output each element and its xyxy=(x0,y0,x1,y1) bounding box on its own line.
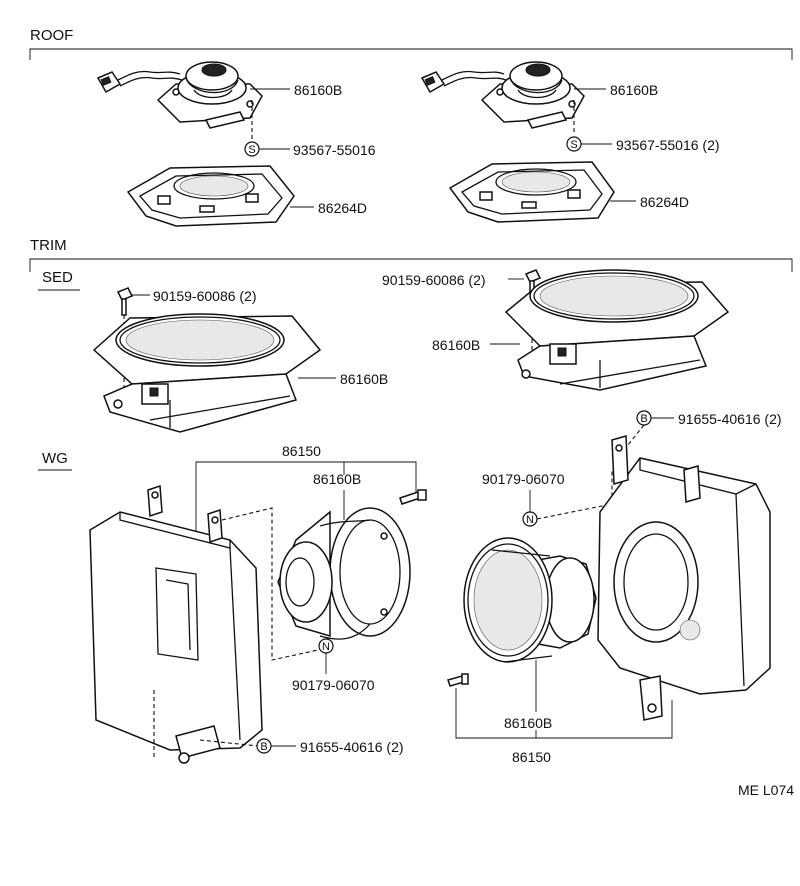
roof-section-bracket xyxy=(29,48,793,60)
callout-roof-left-speaker: 86160B xyxy=(294,82,342,98)
wg-right-bolt-dash xyxy=(623,424,645,451)
wg-right-nut-dash xyxy=(536,470,613,520)
callout-roof-left-screw: 93567-55016 xyxy=(293,142,376,158)
screw-symbol-roof-right-text: S xyxy=(570,139,577,151)
screw-symbol-roof-left: S xyxy=(244,141,260,157)
callout-wg-right-nut: 90179-06070 xyxy=(482,471,565,487)
wg-right-box-drawing xyxy=(597,435,771,721)
bolt-symbol-wg-right-text: B xyxy=(640,413,647,425)
callout-sed-left-bolt: 90159-60086 (2) xyxy=(153,288,257,304)
nut-symbol-wg-left: N xyxy=(318,638,334,654)
wg-left-speaker-drawing xyxy=(277,507,411,640)
callout-roof-right-grille: 86264D xyxy=(640,194,689,210)
wg-left-mount-dash xyxy=(221,507,319,661)
callout-wg-left-speaker: 86160B xyxy=(313,471,361,487)
roof-right-speaker-drawing xyxy=(420,61,585,129)
callout-roof-right-speaker: 86160B xyxy=(610,82,658,98)
callout-wg-right-bolt: 91655-40616 (2) xyxy=(678,411,782,427)
section-sed-label: SED xyxy=(42,269,73,286)
bolt-symbol-wg-left-text: B xyxy=(260,741,267,753)
callout-roof-right-screw: 93567-55016 (2) xyxy=(616,137,720,153)
wg-left-bolt-dash xyxy=(199,739,259,747)
wg-right-screw-drawing xyxy=(447,673,469,687)
nut-symbol-wg-right: N xyxy=(522,511,538,527)
callout-sed-right-speaker: 86160B xyxy=(432,337,480,353)
sed-left-bolt-drawing xyxy=(116,287,134,316)
diagram-code: ME L074 xyxy=(738,782,794,798)
sed-right-speaker-drawing xyxy=(504,269,730,391)
roof-right-grille-drawing xyxy=(448,161,615,223)
callout-wg-right-assy: 86150 xyxy=(512,749,551,765)
wg-left-screw-drawing xyxy=(399,489,427,505)
section-wg-label: WG xyxy=(42,450,68,467)
trim-section-bracket xyxy=(29,258,793,272)
sed-left-speaker-drawing xyxy=(92,313,322,433)
section-roof-label: ROOF xyxy=(30,27,73,44)
callout-wg-left-bolt: 91655-40616 (2) xyxy=(300,739,404,755)
callout-roof-left-grille: 86264D xyxy=(318,200,367,216)
screw-symbol-roof-right: S xyxy=(566,136,582,152)
callout-sed-right-bolt: 90159-60086 (2) xyxy=(382,272,486,288)
wg-right-speaker-drawing xyxy=(463,537,597,663)
bolt-symbol-wg-right: B xyxy=(636,410,652,426)
roof-left-grille-drawing xyxy=(126,165,295,227)
screw-symbol-roof-left-text: S xyxy=(248,144,255,156)
bolt-symbol-wg-left: B xyxy=(256,738,272,754)
nut-symbol-wg-right-text: N xyxy=(526,514,534,526)
callout-sed-left-speaker: 86160B xyxy=(340,371,388,387)
callout-wg-left-assy: 86150 xyxy=(282,443,321,459)
callout-wg-right-speaker: 86160B xyxy=(504,715,552,731)
wg-left-box-drawing xyxy=(89,484,263,764)
wg-right-assy-bracket xyxy=(455,688,673,739)
nut-symbol-wg-left-text: N xyxy=(322,641,330,653)
wg-left-assy-bracket xyxy=(195,461,417,540)
roof-left-speaker-drawing xyxy=(96,61,263,129)
section-trim-label: TRIM xyxy=(30,237,67,254)
callout-wg-left-nut: 90179-06070 xyxy=(292,677,375,693)
